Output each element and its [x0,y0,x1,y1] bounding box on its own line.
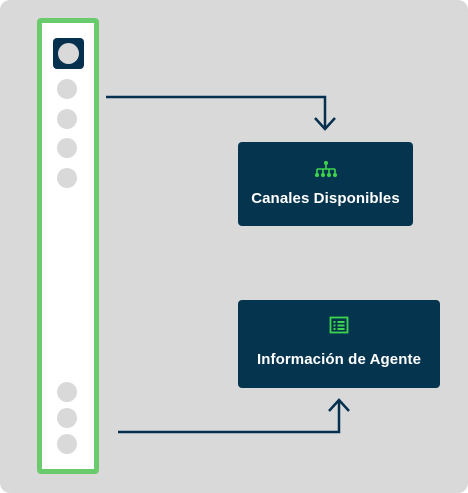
sidebar-item[interactable] [57,382,77,402]
sidebar-item-active[interactable] [53,38,84,69]
sidebar-item[interactable] [57,109,77,129]
sidebar-item[interactable] [57,79,77,99]
sidebar-item[interactable] [57,138,77,158]
arrowhead-down [314,117,336,131]
agent-info-card-label: Información de Agente [256,351,422,368]
sidebar-item[interactable] [57,434,77,454]
list-details-icon [329,316,349,339]
arrow-to-channels [106,95,327,128]
channels-hierarchy-icon [314,160,338,183]
channels-card-label: Canales Disponibles [251,190,400,207]
sidebar-item[interactable] [57,168,77,188]
arrow-to-agent-info [118,401,341,434]
arrowhead-up [328,398,350,412]
channels-card[interactable]: Canales Disponibles [238,142,413,226]
agent-info-card[interactable]: Información de Agente [238,300,440,388]
sidebar-item[interactable] [57,408,77,428]
avatar-icon [58,43,79,64]
